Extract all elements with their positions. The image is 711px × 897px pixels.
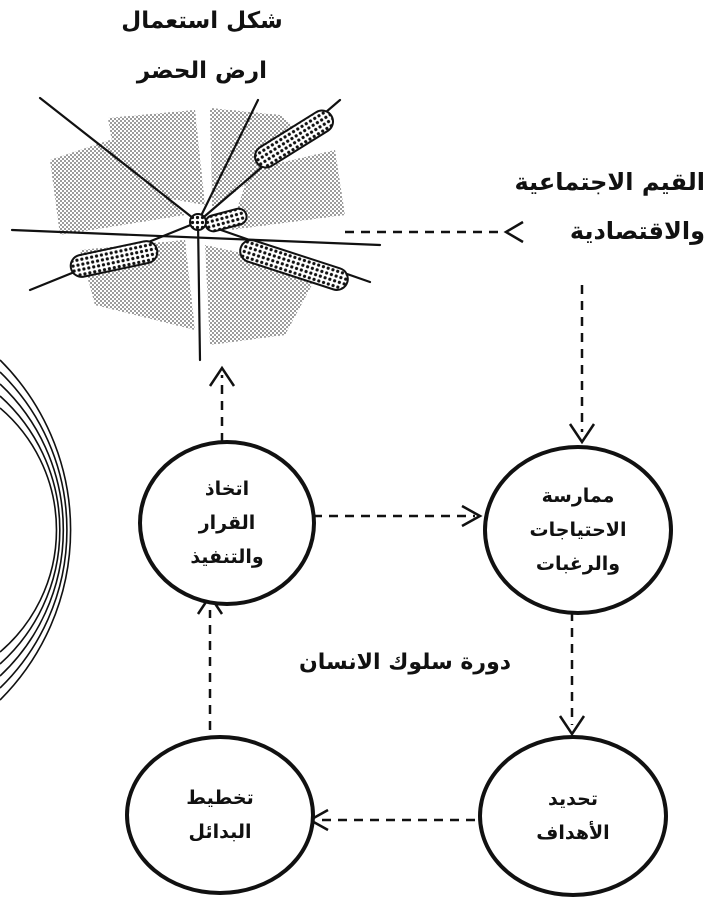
concentric-arcs [0, 359, 72, 701]
node-planning-line1: تخطيط [186, 787, 254, 809]
node-practice-line3: والرغبات [535, 553, 621, 575]
values-label-line1: القيم الاجتماعية [514, 168, 705, 196]
node-decision-line1: اتخاذ [204, 478, 250, 500]
node-practice-line2: الاحتياجات [529, 519, 627, 541]
land-use-map [10, 96, 382, 362]
node-decision-execution: اتخاذ القرار والتنفيذ [138, 440, 316, 606]
arrowhead-values [503, 220, 524, 244]
cycle-label: دورة سلوك الانسان [298, 650, 512, 675]
land-use-title-line1: شكل استعمال [121, 8, 283, 34]
node-decision-line2: القرار [198, 512, 256, 534]
node-planning-line2: البدائل [188, 821, 252, 843]
values-label-line2: والاقتصادية [569, 217, 705, 245]
arrowhead-practice-top [568, 423, 596, 445]
arrowhead-practice-left [461, 504, 483, 528]
node-goals: تحديد الأهداف [478, 735, 668, 897]
node-goals-line1: تحديد [548, 788, 598, 810]
node-goals-line2: الأهداف [536, 822, 610, 844]
node-practice-line1: ممارسة [541, 485, 615, 507]
node-planning-alternatives: تخطيط البدائل [125, 735, 315, 895]
node-decision-line3: والتنفيذ [190, 546, 264, 568]
arrowhead-goals-top [558, 715, 586, 737]
land-use-title-line2: ارض الحضر [136, 58, 268, 84]
arrowhead-map-bottom [208, 365, 236, 387]
node-practice-needs: ممارسة الاحتياجات والرغبات [483, 445, 673, 615]
